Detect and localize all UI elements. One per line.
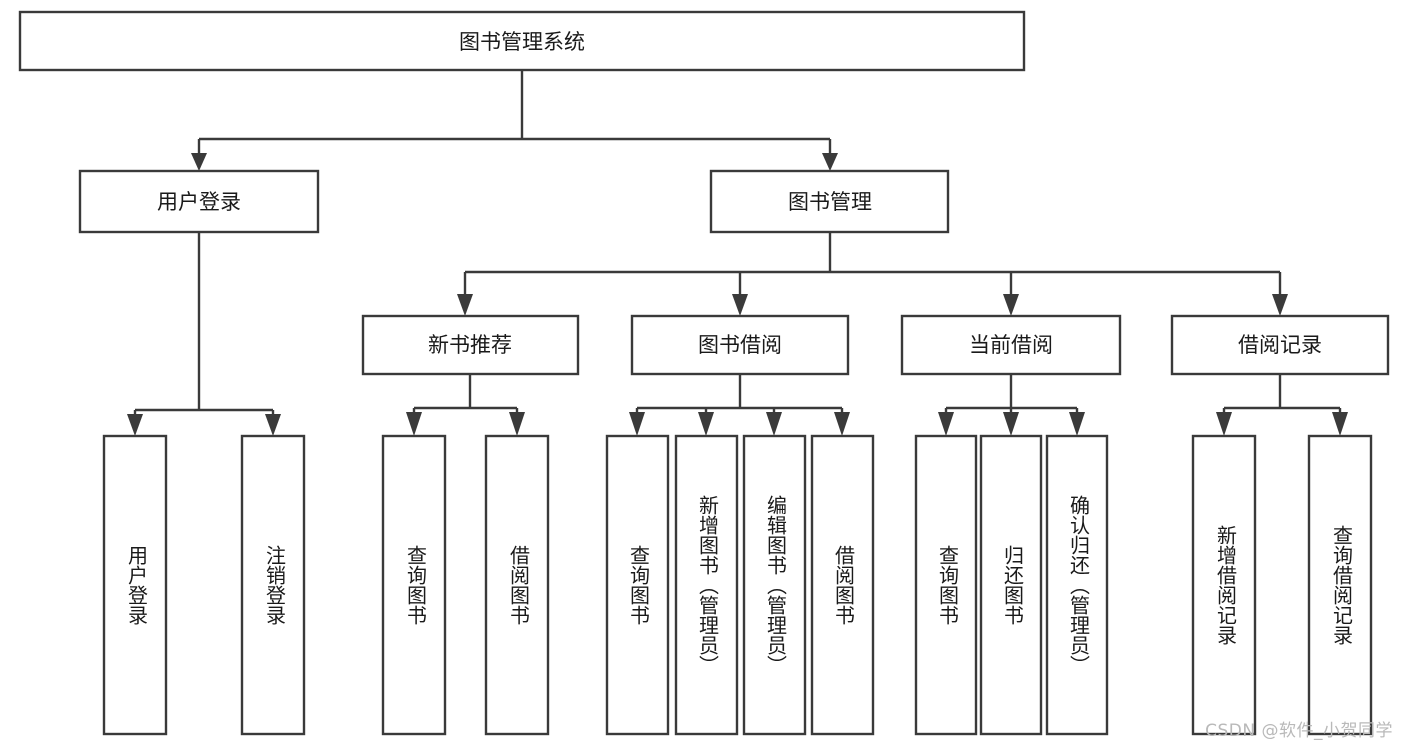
arrowhead-br-leaf1 xyxy=(1216,412,1232,436)
node-borrow-record-box[interactable] xyxy=(1170,314,1390,376)
leaf-record-query-record-label: 查询借阅记录 xyxy=(1330,525,1354,645)
node-root[interactable]: 图书管理系统 xyxy=(18,10,1026,72)
arrowhead-current-borrow xyxy=(1003,294,1019,316)
leaf-borrow-borrow-book-label: 借阅图书 xyxy=(832,545,856,625)
arrowhead-bb-leaf2 xyxy=(698,412,714,436)
node-current-borrow-box[interactable] xyxy=(900,314,1122,376)
leaf-record-add-record[interactable]: 新增借阅记录 xyxy=(1191,434,1257,736)
node-book-management[interactable]: 图书管理 xyxy=(709,169,950,234)
leaf-user-login-signin[interactable]: 用户登录 xyxy=(102,434,168,736)
leaf-borrow-add-book-admin-box[interactable] xyxy=(674,434,739,736)
leaf-user-login-signout[interactable]: 注销登录 xyxy=(240,434,306,736)
arrowhead-book-mgmt xyxy=(822,153,838,171)
leaf-user-login-signin-label: 用户登录 xyxy=(125,545,149,625)
arrowhead-bb-leaf3 xyxy=(766,412,782,436)
leaf-borrow-query-books[interactable]: 查询图书 xyxy=(605,434,670,736)
arrowhead-cb-leaf3 xyxy=(1069,412,1085,436)
node-book-borrow-label: 图书借阅 xyxy=(698,333,782,357)
arrowhead-cb-leaf1 xyxy=(938,412,954,436)
leaf-current-query-books-box[interactable] xyxy=(914,434,978,736)
node-user-login-label: 用户登录 xyxy=(157,190,241,214)
leaf-current-return-books-box[interactable] xyxy=(979,434,1043,736)
leaf-borrow-add-book-admin-label: 新增图书（管理员） xyxy=(696,495,720,675)
leaf-current-return-books-label: 归还图书 xyxy=(1001,545,1025,625)
leaf-current-query-books-label: 查询图书 xyxy=(936,545,960,625)
leaf-new-books-query[interactable]: 查询图书 xyxy=(381,434,447,736)
leaf-new-books-borrow-box[interactable] xyxy=(484,434,550,736)
leaf-current-confirm-return-admin[interactable]: 确认归还（管理员） xyxy=(1045,434,1109,736)
leaf-new-books-borrow[interactable]: 借阅图书 xyxy=(484,434,550,736)
arrowhead-nb-leaf2 xyxy=(509,412,525,436)
leaf-borrow-query-books-box[interactable] xyxy=(605,434,670,736)
leaf-borrow-borrow-book[interactable]: 借阅图书 xyxy=(810,434,875,736)
node-book-management-box[interactable] xyxy=(709,169,950,234)
node-new-book-recommend-label: 新书推荐 xyxy=(428,333,512,357)
leaf-current-confirm-return-admin-box[interactable] xyxy=(1045,434,1109,736)
leaf-current-return-books[interactable]: 归还图书 xyxy=(979,434,1043,736)
leaf-user-login-signin-box[interactable] xyxy=(102,434,168,736)
arrowhead-new-books xyxy=(457,294,473,316)
arrowhead-borrow-records xyxy=(1272,294,1288,316)
node-new-book-recommend-box[interactable] xyxy=(361,314,580,376)
node-borrow-record[interactable]: 借阅记录 xyxy=(1170,314,1390,376)
node-new-book-recommend[interactable]: 新书推荐 xyxy=(361,314,580,376)
leaf-record-add-record-label: 新增借阅记录 xyxy=(1214,525,1238,645)
leaf-user-login-signout-label: 注销登录 xyxy=(263,545,287,625)
leaf-borrow-edit-book-admin-box[interactable] xyxy=(742,434,807,736)
arrowhead-bb-leaf1 xyxy=(629,412,645,436)
node-current-borrow-label: 当前借阅 xyxy=(969,333,1053,357)
leaf-borrow-add-book-admin[interactable]: 新增图书（管理员） xyxy=(674,434,739,736)
leaf-record-add-record-box[interactable] xyxy=(1191,434,1257,736)
leaf-borrow-borrow-book-box[interactable] xyxy=(810,434,875,736)
arrowhead-bb-leaf4 xyxy=(834,412,850,436)
node-user-login[interactable]: 用户登录 xyxy=(78,169,320,234)
arrowhead-nb-leaf1 xyxy=(406,412,422,436)
arrowhead-br-leaf2 xyxy=(1332,412,1348,436)
leaf-borrow-edit-book-admin[interactable]: 编辑图书（管理员） xyxy=(742,434,807,736)
leaf-current-confirm-return-admin-label: 确认归还（管理员） xyxy=(1067,495,1091,675)
arrowhead-ul-leaf1 xyxy=(127,414,143,436)
leaf-borrow-query-books-label: 查询图书 xyxy=(627,545,651,625)
node-root-box[interactable] xyxy=(18,10,1026,72)
connector-group xyxy=(127,70,1348,436)
node-current-borrow[interactable]: 当前借阅 xyxy=(900,314,1122,376)
leaf-new-books-query-box[interactable] xyxy=(381,434,447,736)
leaf-record-query-record-box[interactable] xyxy=(1307,434,1373,736)
arrowhead-ul-leaf2 xyxy=(265,414,281,436)
node-book-borrow[interactable]: 图书借阅 xyxy=(630,314,850,376)
leaf-new-books-borrow-label: 借阅图书 xyxy=(507,545,531,625)
node-user-login-box[interactable] xyxy=(78,169,320,234)
arrowhead-user-login xyxy=(191,153,207,171)
node-root-label: 图书管理系统 xyxy=(459,30,585,54)
node-borrow-record-label: 借阅记录 xyxy=(1238,333,1322,357)
leaf-record-query-record[interactable]: 查询借阅记录 xyxy=(1307,434,1373,736)
node-book-borrow-box[interactable] xyxy=(630,314,850,376)
node-book-management-label: 图书管理 xyxy=(788,190,872,214)
leaf-user-login-signout-box[interactable] xyxy=(240,434,306,736)
leaf-new-books-query-label: 查询图书 xyxy=(404,545,428,625)
leaf-borrow-edit-book-admin-label: 编辑图书（管理员） xyxy=(764,495,788,675)
leaf-current-query-books[interactable]: 查询图书 xyxy=(914,434,978,736)
arrowhead-borrow-books xyxy=(732,294,748,316)
arrowhead-cb-leaf2 xyxy=(1003,412,1019,436)
